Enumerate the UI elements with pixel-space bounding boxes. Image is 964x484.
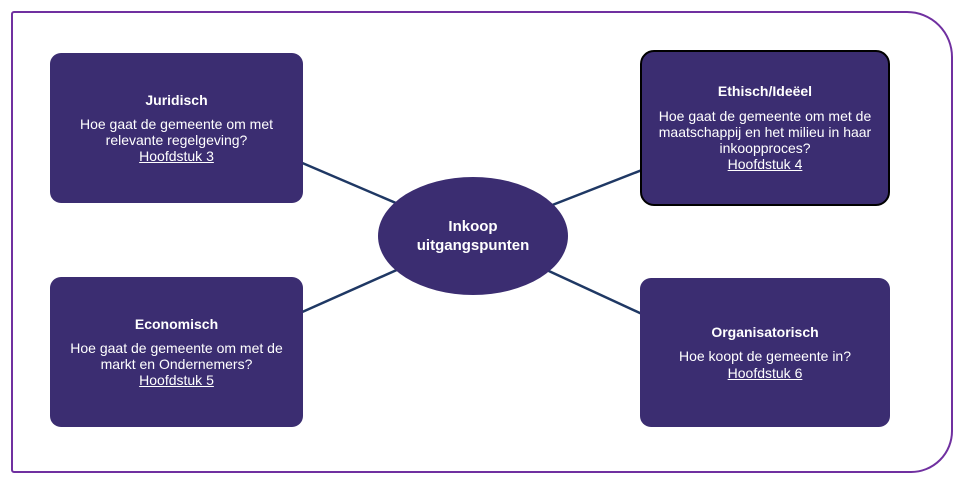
node-body: Hoe koopt de gemeente in?: [678, 348, 851, 365]
chapter-link-hoofdstuk-5[interactable]: Hoofdstuk 5: [139, 372, 214, 389]
node-juridisch: Juridisch Hoe gaat de gemeente om met re…: [50, 53, 303, 203]
node-title: Economisch: [134, 315, 219, 332]
node-title: Organisatorisch: [711, 324, 819, 341]
node-title: Ethisch/Ideëel: [717, 83, 813, 100]
center-ellipse: Inkoop uitgangspunten: [378, 177, 568, 295]
chapter-link-hoofdstuk-6[interactable]: Hoofdstuk 6: [727, 364, 803, 381]
node-organisatorisch: Organisatorisch Hoe koopt de gemeente in…: [640, 278, 890, 427]
center-label-line1: Inkoop: [448, 217, 498, 235]
node-body: Hoe gaat de gemeente om met relevante re…: [79, 115, 273, 148]
node-title: Juridisch: [145, 91, 208, 108]
node-ethisch-ideeel: Ethisch/Ideëel Hoe gaat de gemeente om m…: [640, 50, 890, 206]
outer-frame: [11, 11, 953, 473]
chapter-link-hoofdstuk-4[interactable]: Hoofdstuk 4: [727, 156, 803, 173]
node-body: Hoe gaat de gemeente om met de maatschap…: [658, 107, 872, 157]
node-economisch: Economisch Hoe gaat de gemeente om met d…: [50, 277, 303, 427]
node-body: Hoe gaat de gemeente om met de markt en …: [70, 339, 283, 372]
center-label-line2: uitgangspunten: [416, 237, 530, 254]
chapter-link-hoofdstuk-3[interactable]: Hoofdstuk 3: [139, 148, 214, 165]
